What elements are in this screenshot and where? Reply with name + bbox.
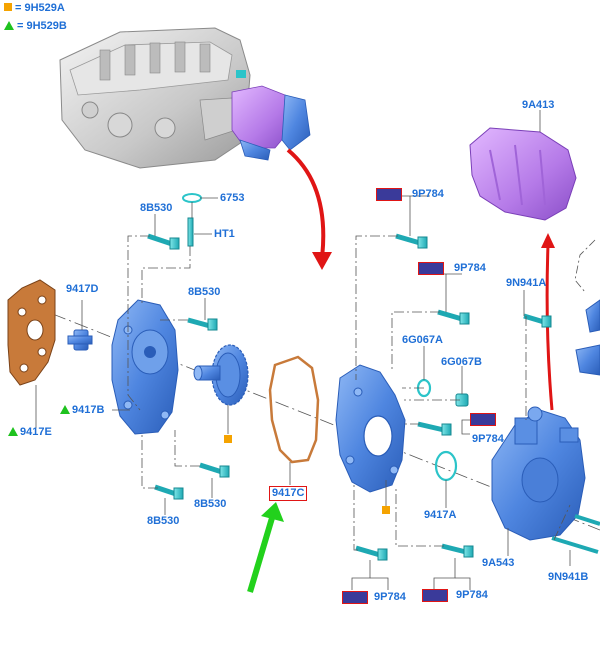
drive-gear — [193, 344, 249, 406]
label-8b530-lower-left[interactable]: 8B530 — [147, 515, 180, 527]
label-6753[interactable]: 6753 — [220, 192, 245, 204]
fuel-pump-9a543 — [491, 406, 586, 541]
gasket-9417c — [268, 355, 320, 464]
label-8b530-mid[interactable]: 8B530 — [188, 286, 221, 298]
label-9p784-second[interactable]: 9P784 — [454, 262, 486, 274]
label-9p784-bottom-left[interactable]: 9P784 — [374, 591, 406, 603]
label-9417e[interactable]: 9417E — [20, 426, 52, 438]
gasket-9417e — [7, 279, 56, 386]
legend-text-9h529b: = 9H529B — [17, 20, 67, 32]
redacted-marker — [422, 589, 448, 602]
leader-lines — [112, 110, 571, 590]
label-8b530-lower-right[interactable]: 8B530 — [194, 498, 227, 510]
label-9a413[interactable]: 9A413 — [522, 99, 555, 111]
orange-square-icon — [382, 506, 390, 514]
label-9n941b[interactable]: 9N941B — [548, 571, 589, 583]
label-9p784-bottom-right[interactable]: 9P784 — [456, 589, 488, 601]
red-arrow-down — [286, 148, 326, 259]
redacted-marker — [376, 188, 402, 201]
redacted-marker — [342, 591, 368, 604]
redacted-marker — [418, 262, 444, 275]
label-8b530-top[interactable]: 8B530 — [140, 202, 173, 214]
label-9a543[interactable]: 9A543 — [482, 557, 515, 569]
label-6g067b[interactable]: 6G067B — [441, 356, 482, 368]
label-9p784-top[interactable]: 9P784 — [412, 188, 444, 200]
redacted-marker — [470, 413, 496, 426]
label-9417a[interactable]: 9417A — [424, 509, 457, 521]
label-ht1[interactable]: HT1 — [214, 228, 235, 240]
legend-green-triangle: = 9H529B — [4, 20, 67, 33]
green-triangle-icon — [60, 405, 70, 414]
cover-9a413 — [469, 127, 577, 221]
label-9417d[interactable]: 9417D — [66, 283, 99, 295]
green-triangle-icon — [8, 427, 18, 436]
orange-square-icon — [224, 435, 232, 443]
alignment-lines — [127, 235, 571, 551]
red-arrow-up — [545, 244, 554, 411]
label-9417b[interactable]: 9417B — [72, 404, 105, 416]
o-ring-9417a — [434, 450, 458, 482]
label-9417c-highlighted[interactable]: 9417C — [269, 486, 308, 501]
label-9p784-mid[interactable]: 9P784 — [472, 433, 504, 445]
pump-housing — [335, 364, 406, 493]
legend-orange-square: = 9H529A — [4, 2, 65, 15]
green-triangle-icon — [4, 21, 14, 30]
bolts — [147, 193, 600, 561]
legend-text-9h529a: = 9H529A — [15, 2, 65, 14]
coupler-9417d — [67, 329, 93, 351]
vacuum-pump-9417b — [111, 299, 179, 435]
label-9n941a[interactable]: 9N941A — [506, 277, 547, 289]
label-6g067a[interactable]: 6G067A — [402, 334, 443, 346]
engine-block — [59, 27, 311, 169]
green-arrow — [247, 517, 275, 593]
orange-square-icon — [4, 3, 12, 11]
